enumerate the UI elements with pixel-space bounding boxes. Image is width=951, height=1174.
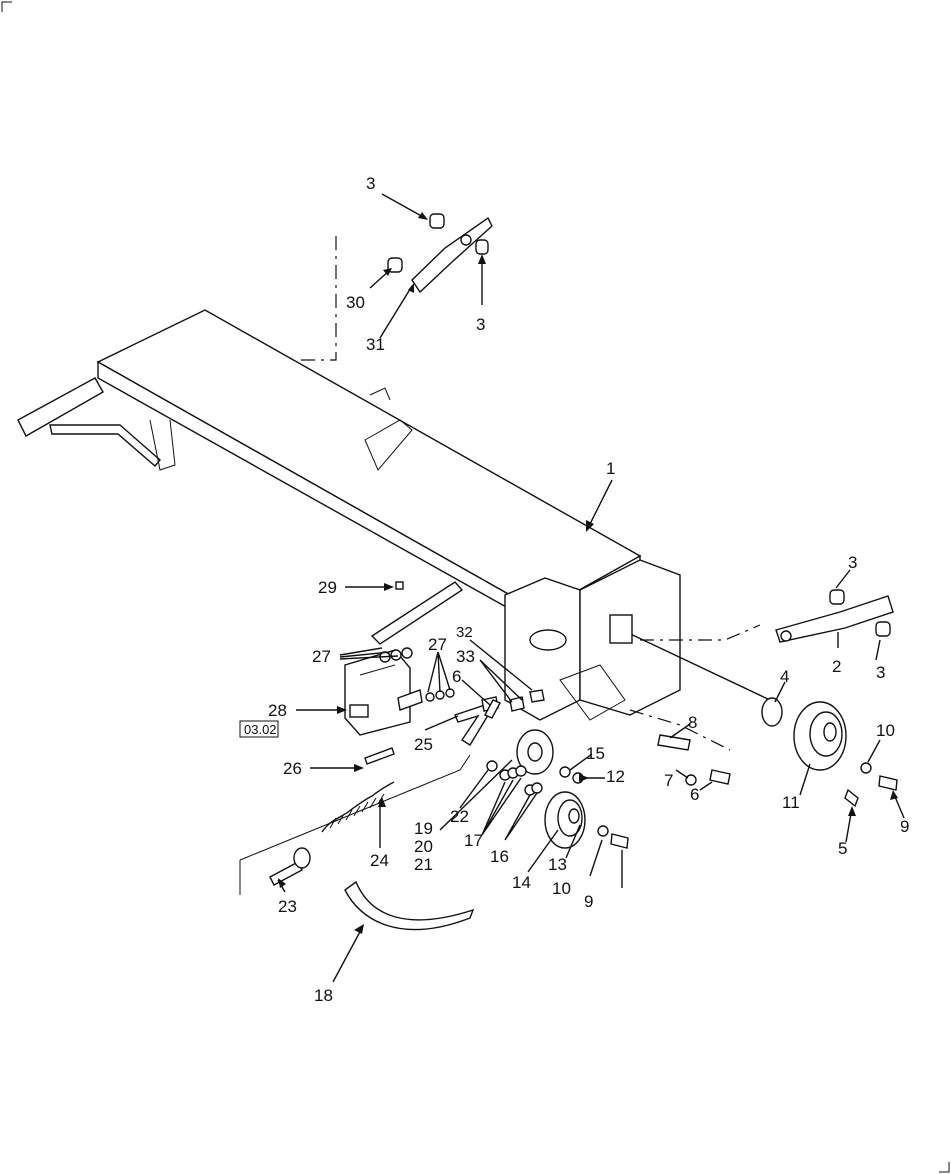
- callout-7: 7: [664, 771, 673, 790]
- callout-9b: 9: [584, 892, 593, 911]
- callout-28: 28: [268, 701, 287, 720]
- callout-21: 21: [414, 855, 433, 874]
- callout-29: 29: [318, 578, 337, 597]
- callout-23: 23: [278, 897, 297, 916]
- leader-lines: [277, 193, 905, 983]
- drive-pulley: [761, 697, 898, 808]
- callout-6a: 6: [452, 667, 461, 686]
- callout-30: 30: [346, 293, 365, 312]
- reference-box-label: 03.02: [244, 722, 277, 737]
- upper-arm-assembly: [387, 213, 493, 294]
- callout-13: 13: [548, 855, 567, 874]
- callout-17: 17: [464, 831, 483, 850]
- callout-27b: 27: [428, 635, 447, 654]
- corner-mark-top-left: [1, 1, 12, 12]
- callout-9a: 9: [900, 817, 909, 836]
- driven-pulley: [544, 791, 629, 849]
- callout-31: 31: [366, 335, 385, 354]
- callout-22: 22: [450, 807, 469, 826]
- spring-leader-bracket: [239, 754, 471, 895]
- corner-mark-bottom-right: [939, 1162, 950, 1173]
- callout-2: 2: [832, 657, 841, 676]
- drive-belt: [344, 880, 475, 931]
- callout-19: 19: [414, 819, 433, 838]
- callout-18: 18: [314, 986, 333, 1005]
- callout-5: 5: [838, 839, 847, 858]
- eyebolt: [269, 847, 311, 886]
- callout-32: 32: [456, 624, 473, 641]
- callout-labels: 3 30 31 3 1 3 2 3 29 27 27 32 33 6 28 25…: [268, 174, 909, 1005]
- reference-box[interactable]: 03.02: [239, 720, 279, 738]
- callout-8: 8: [688, 713, 697, 732]
- callout-27a: 27: [312, 647, 331, 666]
- callout-3b: 3: [476, 315, 485, 334]
- callout-26: 26: [283, 759, 302, 778]
- callout-3a: 3: [366, 174, 375, 193]
- callout-14: 14: [512, 873, 531, 892]
- callout-25: 25: [414, 735, 433, 754]
- right-arm-assembly: [775, 589, 894, 643]
- callout-11: 11: [782, 793, 800, 812]
- callout-24: 24: [370, 851, 389, 870]
- callout-10a: 10: [876, 721, 895, 740]
- idler-assembly: [454, 689, 584, 796]
- callout-16: 16: [490, 847, 509, 866]
- callout-10b: 10: [552, 879, 571, 898]
- callout-3d: 3: [876, 663, 885, 682]
- bolt-group: [484, 699, 731, 786]
- callout-6b: 6: [690, 785, 699, 804]
- pin: [364, 747, 395, 765]
- callout-33: 33: [456, 647, 475, 666]
- callout-15: 15: [586, 744, 605, 763]
- callout-20: 20: [414, 837, 433, 856]
- callout-1: 1: [606, 459, 615, 478]
- callout-12: 12: [606, 767, 625, 786]
- main-frame: [17, 236, 771, 751]
- gearbox-assembly: [344, 581, 455, 736]
- callout-4: 4: [780, 667, 789, 686]
- arrow-heads: [278, 212, 898, 934]
- callout-3c: 3: [848, 553, 857, 572]
